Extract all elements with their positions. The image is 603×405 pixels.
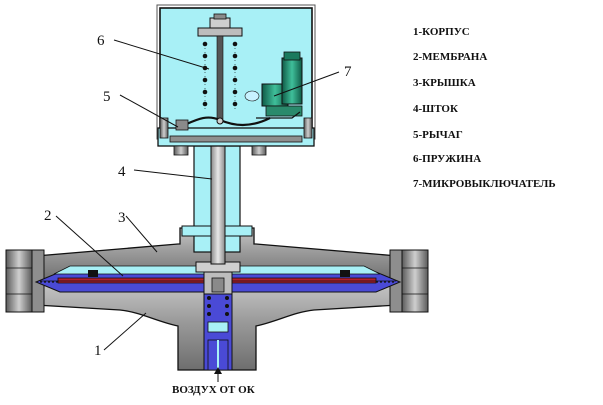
legend-item-3: 3-КРЫШКА (413, 77, 476, 89)
leader-7 (273, 71, 340, 97)
lever-bracket (175, 119, 189, 131)
legend-item-5: 5-РЫЧАГ (413, 129, 463, 141)
callout-1: 1 (94, 343, 102, 359)
box-bolt-right (303, 117, 313, 139)
adjust-cap-top (213, 13, 227, 20)
lever-pivot (216, 117, 224, 125)
microswitch-button (244, 90, 260, 102)
bolt-right (401, 249, 429, 313)
inlet-plunger (207, 321, 229, 333)
adjust-screw (216, 35, 224, 121)
air-arrow-head (214, 367, 222, 374)
spring (202, 41, 238, 107)
callout-2: 2 (44, 208, 52, 224)
inlet-spring (207, 296, 229, 316)
bolt-left (5, 249, 33, 313)
legend-item-7: 7-МИКРОВЫКЛЮЧАТЕЛЬ (413, 178, 556, 190)
leader-4 (133, 169, 213, 180)
legend-item-4: 4-ШТОК (413, 103, 458, 115)
microswitch-base (265, 105, 303, 117)
gasket-left (88, 270, 98, 277)
box-bolt-left (159, 117, 169, 139)
rod (210, 145, 226, 265)
legend-item-2: 2-МЕМБРАНА (413, 51, 488, 63)
microswitch-cap (283, 51, 301, 61)
valve-core (211, 277, 225, 293)
leader-5 (119, 94, 179, 128)
leader-6 (113, 39, 210, 70)
legend-item-6: 6-ПРУЖИНА (413, 153, 482, 165)
base-nut-right (251, 145, 267, 156)
leader-lines (55, 39, 340, 351)
callout-4: 4 (118, 164, 126, 180)
leader-3 (125, 215, 158, 253)
legend-item-1: 1-КОРПУС (413, 26, 470, 38)
microswitch-arm (256, 111, 301, 119)
callout-6: 6 (97, 33, 105, 49)
adjust-plate (197, 27, 243, 37)
callout-5: 5 (103, 89, 111, 105)
base-nut-left (173, 145, 189, 156)
air-inlet-label: ВОЗДУХ ОТ ОК (172, 384, 255, 396)
box-base-plate (169, 135, 303, 143)
adjust-cap (209, 17, 231, 29)
leader-2 (55, 215, 124, 277)
gasket-right (340, 270, 350, 277)
callout-3: 3 (118, 210, 126, 226)
microswitch-top (281, 57, 303, 105)
leader-1 (103, 312, 147, 351)
callout-7: 7 (344, 64, 352, 80)
